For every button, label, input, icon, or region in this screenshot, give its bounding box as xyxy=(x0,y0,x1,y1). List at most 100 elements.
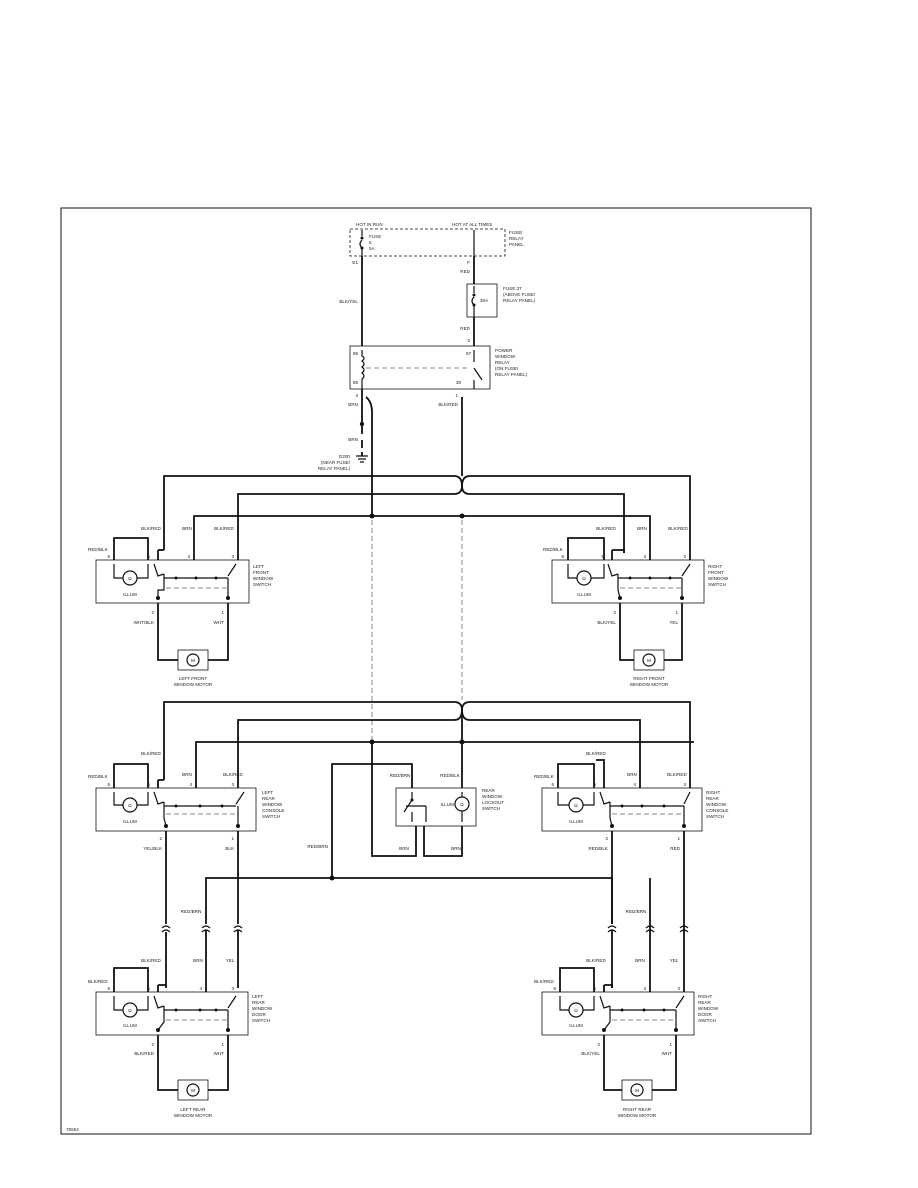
svg-text:Ω: Ω xyxy=(574,1008,578,1013)
svg-text:RED: RED xyxy=(460,269,470,274)
svg-text:FUSE 37: FUSE 37 xyxy=(503,286,522,291)
right-front-window-switch: BLK/RED BRN BLK/RED RED/BLK 6 5 4 3 Ω IL… xyxy=(543,526,729,661)
svg-text:6: 6 xyxy=(561,554,564,559)
svg-text:LEFT: LEFT xyxy=(253,564,264,569)
svg-text:85: 85 xyxy=(353,380,359,385)
svg-text:RED/BRN: RED/BRN xyxy=(307,844,328,849)
wire-blk-yel-label: BLK/YEL xyxy=(339,299,358,304)
fuse-37: RED 30A FUSE 37 (ABOVE FUSE/ RELAY PANEL… xyxy=(460,256,536,346)
svg-text:BRN: BRN xyxy=(348,402,358,407)
svg-text:SWITCH: SWITCH xyxy=(698,1018,716,1023)
front-distribution-wires xyxy=(163,475,691,740)
svg-text:BLK/RED: BLK/RED xyxy=(534,979,554,984)
svg-text:BLK/RED: BLK/RED xyxy=(134,1051,154,1056)
svg-text:4: 4 xyxy=(643,554,646,559)
svg-text:Ω: Ω xyxy=(128,803,132,808)
svg-text:SWITCH: SWITCH xyxy=(252,1018,270,1023)
svg-text:REAR: REAR xyxy=(482,788,495,793)
svg-text:(ABOVE FUSE/: (ABOVE FUSE/ xyxy=(503,292,536,297)
rear-window-lockout-switch: RED/BRN RED/BLK Ω ILLUM REAR WINDOW LOCK… xyxy=(307,742,504,881)
svg-text:SWITCH: SWITCH xyxy=(253,582,271,587)
svg-text:FUSE/: FUSE/ xyxy=(509,230,523,235)
svg-text:BLK/RED: BLK/RED xyxy=(141,958,161,963)
svg-text:LOCKOUT: LOCKOUT xyxy=(482,800,504,805)
right-front-window-motor: M RIGHT FRONT WINDOW MOTOR xyxy=(630,649,669,687)
svg-text:WINDOW: WINDOW xyxy=(698,1006,719,1011)
svg-text:WINDOW: WINDOW xyxy=(708,576,729,581)
svg-text:3: 3 xyxy=(683,782,686,787)
svg-text:LEFT: LEFT xyxy=(262,790,273,795)
svg-text:FRONT: FRONT xyxy=(253,570,269,575)
svg-text:(NEAR FUSE/: (NEAR FUSE/ xyxy=(321,460,351,465)
svg-text:BRN: BRN xyxy=(627,772,637,777)
svg-text:6: 6 xyxy=(551,782,554,787)
svg-text:BLK/RED: BLK/RED xyxy=(586,958,606,963)
svg-text:6: 6 xyxy=(107,782,110,787)
svg-text:2: 2 xyxy=(597,1042,600,1047)
svg-text:30: 30 xyxy=(456,380,462,385)
svg-text:6: 6 xyxy=(107,986,110,991)
svg-text:YEL: YEL xyxy=(670,958,679,963)
svg-text:RED/BLK: RED/BLK xyxy=(440,773,461,778)
svg-text:5: 5 xyxy=(601,554,604,559)
svg-text:3: 3 xyxy=(677,986,680,991)
diagram-frame xyxy=(60,207,812,1135)
svg-text:5: 5 xyxy=(147,782,150,787)
svg-text:RELAY: RELAY xyxy=(495,360,510,365)
svg-text:WINDOW: WINDOW xyxy=(253,576,274,581)
svg-text:RED/BRN: RED/BRN xyxy=(181,909,202,914)
figure-id: 75552 xyxy=(66,1127,79,1132)
left-rear-window-motor: M LEFT REAR WINDOW MOTOR xyxy=(174,1079,213,1118)
svg-text:ILLUM: ILLUM xyxy=(569,1023,583,1028)
svg-text:LEFT REAR: LEFT REAR xyxy=(180,1107,206,1112)
left-front-window-switch: BLK/RED BRN BLK/RED RED/BLK 6 5 4 3 Ω IL… xyxy=(88,526,274,661)
svg-text:3: 3 xyxy=(683,554,686,559)
svg-text:Ω: Ω xyxy=(574,803,578,808)
svg-text:1: 1 xyxy=(231,836,234,841)
svg-text:BLK/RED: BLK/RED xyxy=(88,979,108,984)
svg-text:DOOR: DOOR xyxy=(252,1012,266,1017)
hot-at-all-times-label: HOT AT ALL TIMES xyxy=(452,222,492,227)
svg-text:LEFT FRONT: LEFT FRONT xyxy=(179,676,207,681)
svg-text:WINDOW: WINDOW xyxy=(252,1006,273,1011)
left-rear-window-door-switch: RED/BRN BLK/RED BRN YEL BLK/RED 6 5 4 3 … xyxy=(88,909,273,1091)
svg-text:RED/BLK: RED/BLK xyxy=(534,774,555,779)
svg-text:1: 1 xyxy=(455,393,458,398)
svg-text:86: 86 xyxy=(353,351,359,356)
svg-text:30A: 30A xyxy=(480,298,489,303)
svg-text:BLK/RED: BLK/RED xyxy=(141,526,161,531)
svg-text:RED/BLK: RED/BLK xyxy=(88,547,109,552)
svg-text:BLK/RED: BLK/RED xyxy=(223,772,243,777)
svg-text:3: 3 xyxy=(231,986,234,991)
svg-text:RED/BLK: RED/BLK xyxy=(543,547,564,552)
svg-text:BLK/YEL: BLK/YEL xyxy=(597,620,616,625)
svg-text:SWITCH: SWITCH xyxy=(262,814,280,819)
svg-text:RED/BLK: RED/BLK xyxy=(588,846,609,851)
svg-text:SWITCH: SWITCH xyxy=(706,814,724,819)
svg-text:RED: RED xyxy=(460,326,470,331)
svg-text:RIGHT: RIGHT xyxy=(698,994,712,999)
svg-text:ILLUM: ILLUM xyxy=(440,802,454,807)
svg-text:BLK/RED: BLK/RED xyxy=(667,772,687,777)
svg-text:YEL/BLK: YEL/BLK xyxy=(143,846,163,851)
svg-text:REAR: REAR xyxy=(698,1000,711,1005)
svg-text:5: 5 xyxy=(369,240,372,245)
svg-text:4: 4 xyxy=(355,393,358,398)
svg-text:ILLUM: ILLUM xyxy=(123,819,137,824)
svg-text:BRN: BRN xyxy=(193,958,203,963)
svg-text:PANEL: PANEL xyxy=(509,242,524,247)
svg-text:87: 87 xyxy=(466,351,472,356)
svg-text:WINDOW: WINDOW xyxy=(482,794,503,799)
svg-text:3: 3 xyxy=(231,782,234,787)
svg-text:1: 1 xyxy=(677,836,680,841)
svg-text:RELAY: RELAY xyxy=(509,236,524,241)
svg-text:1: 1 xyxy=(221,610,224,615)
rear-distribution-wires xyxy=(163,701,694,782)
fuse-relay-panel: HOT IN RUN HOT AT ALL TIMES FUSE/ RELAY … xyxy=(349,222,524,265)
right-rear-window-console-switch: BLK/RED BRN BLK/RED RED/BLK 6 5 4 3 Ω IL… xyxy=(534,751,728,988)
svg-text:RED/BRN: RED/BRN xyxy=(390,773,411,778)
svg-text:RELAY PANEL): RELAY PANEL) xyxy=(318,466,351,471)
svg-text:BLK/RED: BLK/RED xyxy=(596,526,616,531)
svg-text:REAR: REAR xyxy=(706,796,719,801)
